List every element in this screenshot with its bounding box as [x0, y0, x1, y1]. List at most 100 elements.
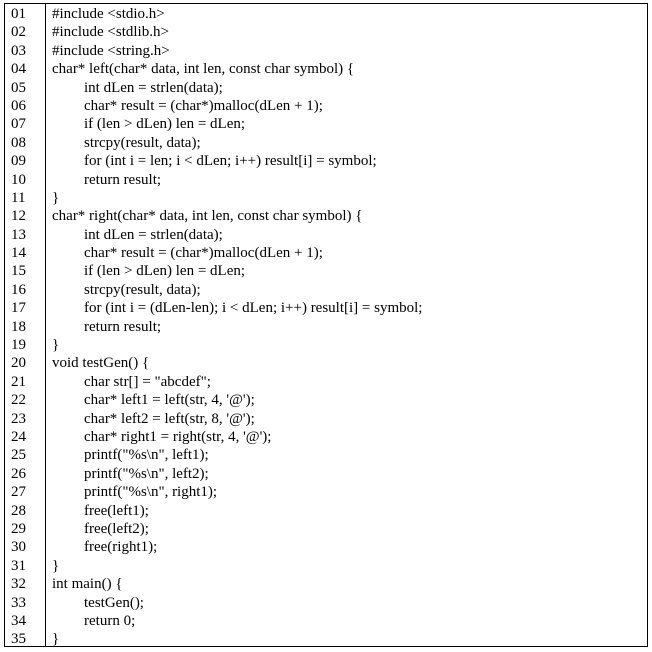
code-line: 29 free(left2);: [5, 520, 647, 538]
code-text: printf("%s\n", left2);: [84, 465, 209, 482]
code-text: }: [52, 189, 60, 206]
line-number: 25: [11, 447, 26, 464]
code-text: char str[] = "abcdef";: [84, 373, 211, 390]
line-number: 15: [11, 263, 26, 280]
code-text: char* left(char* data, int len, const ch…: [52, 61, 355, 78]
code-line: 17 for (int i = (dLen-len); i < dLen; i++…: [5, 299, 647, 317]
code-line: 28 free(left1);: [5, 502, 647, 520]
code-line: 27 printf("%s\n", right1);: [5, 483, 647, 501]
code-text: char* left2 = left(str, 8, '@');: [84, 410, 255, 427]
code-text: testGen();: [84, 594, 144, 611]
line-number: 12: [11, 208, 26, 225]
code-line: 24 char* right1 = right(str, 4, '@');: [5, 428, 647, 446]
code-text: if (len > dLen) len = dLen;: [84, 116, 246, 133]
code-text: #include <string.h>: [52, 42, 170, 59]
code-line: 13 int dLen = strlen(data);: [5, 226, 647, 244]
code-line: 14 char* result = (char*)malloc(dLen + 1)…: [5, 244, 647, 262]
code-text: char* right(char* data, int len, const c…: [52, 208, 363, 225]
code-line: 05 int dLen = strlen(data);: [5, 79, 647, 97]
code-line: 21 char str[] = "abcdef";: [5, 373, 647, 391]
line-number: 05: [11, 79, 26, 96]
code-line: 20 void testGen() {: [5, 354, 647, 372]
code-line: 03 #include <string.h>: [5, 42, 647, 60]
line-number: 28: [11, 502, 26, 519]
code-line: 02 #include <stdlib.h>: [5, 23, 647, 41]
line-number: 03: [11, 42, 26, 59]
code-text: free(right1);: [84, 539, 158, 556]
code-text: return 0;: [84, 612, 136, 629]
line-number: 18: [11, 318, 26, 335]
line-number: 21: [11, 373, 26, 390]
line-number: 14: [11, 245, 26, 262]
line-number: 16: [11, 281, 26, 298]
code-line: 30 free(right1);: [5, 538, 647, 556]
line-number: 02: [11, 24, 26, 41]
code-line: 11}: [5, 189, 647, 207]
line-number: 22: [11, 392, 26, 409]
code-line: 18 return result;: [5, 318, 647, 336]
code-text: char* left1 = left(str, 4, '@');: [84, 392, 255, 409]
code-line: 15 if (len > dLen) len = dLen;: [5, 262, 647, 280]
code-text: if (len > dLen) len = dLen;: [84, 263, 246, 280]
line-number: 09: [11, 153, 26, 170]
line-number: 33: [11, 594, 26, 611]
code-text: #include <stdlib.h>: [52, 24, 169, 41]
code-line: 31}: [5, 557, 647, 575]
line-number: 30: [11, 539, 26, 556]
code-text: char* result = (char*)malloc(dLen + 1);: [84, 245, 323, 262]
code-text: int main() {: [52, 576, 123, 593]
line-number: 07: [11, 116, 26, 133]
code-text: free(left2);: [84, 520, 149, 537]
line-number: 17: [11, 300, 26, 317]
line-number: 11: [11, 189, 26, 206]
line-number: 01: [11, 6, 26, 22]
code-line: 12 char* right(char* data, int len, const…: [5, 207, 647, 225]
line-number: 35: [11, 631, 26, 648]
code-text: printf("%s\n", right1);: [84, 484, 218, 501]
code-line: 33 testGen();: [5, 594, 647, 612]
line-number: 20: [11, 355, 26, 372]
code-text: }: [52, 337, 60, 354]
line-number: 31: [11, 557, 26, 574]
line-number: 10: [11, 171, 26, 188]
code-line: 16 strcpy(result, data);: [5, 281, 647, 299]
code-text: strcpy(result, data);: [84, 134, 201, 151]
code-line: 09 for (int i = len; i < dLen; i++) resul…: [5, 152, 647, 170]
code-text: strcpy(result, data);: [84, 281, 201, 298]
code-text: int dLen = strlen(data);: [84, 226, 223, 243]
code-text: free(left1);: [84, 502, 149, 519]
line-number: 19: [11, 337, 26, 354]
code-text: char* right1 = right(str, 4, '@');: [84, 428, 272, 445]
code-line: 08 strcpy(result, data);: [5, 134, 647, 152]
code-text: for (int i = (dLen-len); i < dLen; i++) …: [84, 300, 423, 317]
line-number: 32: [11, 576, 26, 593]
line-number: 27: [11, 484, 26, 501]
code-line: 07 if (len > dLen) len = dLen;: [5, 115, 647, 133]
line-number: 34: [11, 612, 26, 629]
line-number: 26: [11, 465, 26, 482]
code-text: void testGen() {: [52, 355, 150, 372]
line-number: 04: [11, 61, 26, 78]
code-line: 32 int main() {: [5, 575, 647, 593]
code-text: #include <stdio.h>: [52, 6, 165, 22]
code-text: for (int i = len; i < dLen; i++) result[…: [84, 153, 377, 170]
line-number: 23: [11, 410, 26, 427]
code-line: 35}: [5, 630, 647, 648]
code-text: char* result = (char*)malloc(dLen + 1);: [84, 97, 323, 114]
code-line: 19}: [5, 336, 647, 354]
code-line: 23 char* left2 = left(str, 8, '@');: [5, 410, 647, 428]
code-text: return result;: [84, 318, 162, 335]
code-text: int dLen = strlen(data);: [84, 79, 223, 96]
code-text: }: [52, 631, 60, 648]
line-number: 29: [11, 520, 26, 537]
code-listing-table: 01 #include <stdio.h> 02 #include <stdlib.h…: [4, 3, 648, 647]
code-text: }: [52, 557, 60, 574]
line-number: 24: [11, 428, 26, 445]
line-number: 13: [11, 226, 26, 243]
line-number: 08: [11, 134, 26, 151]
code-line: 22 char* left1 = left(str, 4, '@');: [5, 391, 647, 409]
column-divider: [45, 4, 46, 646]
